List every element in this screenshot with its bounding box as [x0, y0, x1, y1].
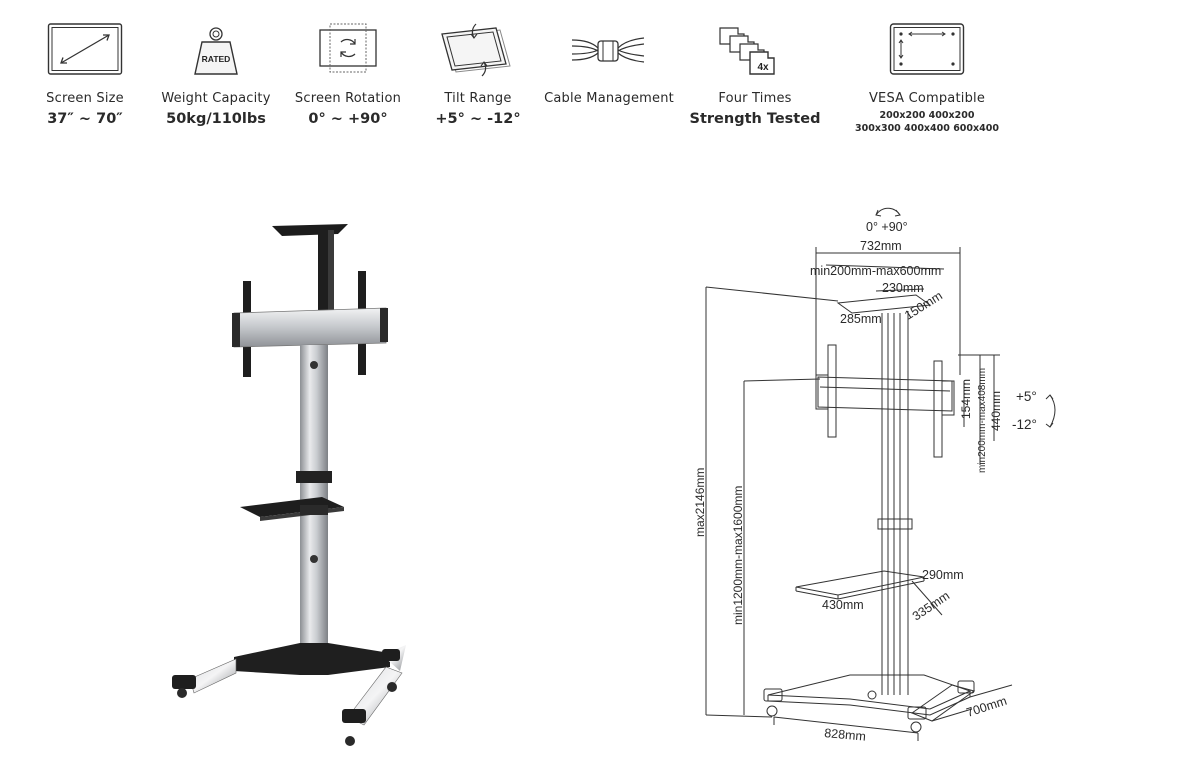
weight-rated-icon: RATED — [190, 22, 242, 80]
feature-value: 50kg/110lbs — [166, 111, 266, 127]
dim-vesa-width: min200mm-max600mm — [810, 264, 941, 278]
tilt-range-icon — [440, 22, 518, 82]
weight-badge: RATED — [202, 54, 231, 64]
screen-size-icon — [47, 22, 123, 80]
dim-tilt-up: +5° — [1016, 389, 1037, 404]
technical-drawing: 0° +90° 732mm min200mm-max600mm 230mm 15… — [693, 207, 1056, 744]
feature-label: Cable Management — [544, 91, 674, 106]
feature-value: +5° ~ -12° — [435, 111, 521, 127]
dim-base-depth: 700mm — [965, 694, 1009, 720]
dim-shelf-width: 290mm — [922, 568, 964, 582]
feature-label: Screen Size — [46, 91, 124, 106]
strength-tested-icon: 4x — [716, 24, 792, 84]
feature-label: Weight Capacity — [161, 91, 271, 106]
vesa-icon — [889, 22, 965, 80]
feature-value: 0° ~ +90° — [308, 111, 388, 127]
dim-vesa-height: min200mm-max408mm — [977, 368, 988, 473]
feature-label: Tilt Range — [444, 91, 512, 106]
dim-bracket-height: 154mm — [959, 379, 973, 419]
dim-top-tray-length: 285mm — [840, 312, 882, 326]
feature-value: Strength Tested — [689, 111, 821, 127]
dim-bracket-total: 440mm — [989, 391, 1003, 431]
vesa-sizes-line-2: 300x300 400x400 600x400 — [855, 123, 999, 134]
dim-shelf-length: 430mm — [822, 598, 864, 612]
feature-label: Screen Rotation — [294, 91, 402, 106]
feature-value: 37″ ~ 70″ — [47, 111, 123, 127]
dim-tilt-down: -12° — [1012, 417, 1037, 432]
feature-label: VESA Compatible — [868, 91, 986, 106]
product-photo — [172, 224, 406, 746]
dim-max-height: max2146mm — [693, 468, 707, 537]
dim-height-range: min1200mm-max1600mm — [731, 486, 745, 625]
feature-label: Four Times — [718, 91, 792, 106]
dim-width-total: 732mm — [860, 239, 902, 253]
dim-base-width: 828mm — [824, 726, 867, 744]
cable-management-icon — [570, 32, 646, 72]
dim-top-tray-width: 230mm — [882, 281, 924, 295]
dim-rotation: 0° +90° — [866, 220, 908, 234]
dim-shelf-depth: 335mm — [910, 589, 952, 624]
screen-rotation-icon — [317, 22, 379, 78]
vesa-sizes-line-1: 200x200 400x200 — [879, 110, 975, 121]
strength-badge: 4x — [757, 62, 769, 73]
